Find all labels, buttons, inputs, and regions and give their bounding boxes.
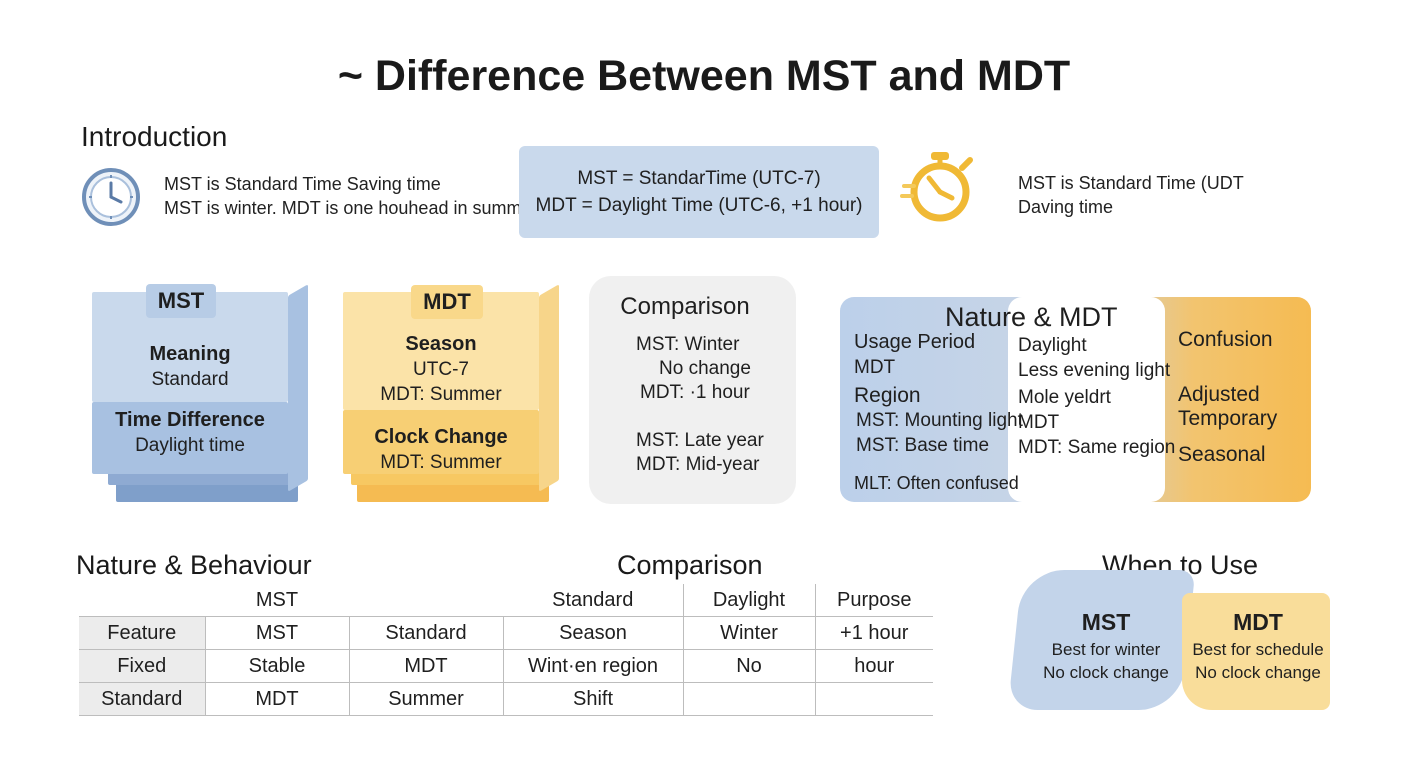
nature-col1-line6: MLT: Often confused bbox=[854, 473, 1019, 493]
formula-line-mst: MST = StandarTime (UTC-7) bbox=[577, 168, 821, 189]
nature-col-3: Confusion Adjusted Temporary Seasonal bbox=[1178, 328, 1277, 467]
nature-col-1: Usage Period MDT Region MST: Mounting li… bbox=[854, 330, 1023, 496]
table-cell: hour bbox=[815, 649, 933, 683]
comparison-line-3: MDT: ·1 hour bbox=[640, 382, 750, 403]
table-cell: MDT bbox=[205, 682, 350, 716]
table-row: Standard MDT Summer Shift bbox=[79, 682, 933, 716]
intro-timer-line-1: MST is Standard Time (UDT bbox=[1018, 173, 1244, 193]
nature-col-2: Daylight Less evening light Mole yeldrt … bbox=[1018, 333, 1175, 460]
intro-timer-text: MST is Standard Time (UDT Daving time bbox=[1018, 171, 1244, 219]
mdt-use-card bbox=[1182, 593, 1330, 710]
mst-use-card-content: MST Best for winter No clock change bbox=[1032, 609, 1180, 684]
nature-col2-line2: Less evening light bbox=[1018, 360, 1171, 381]
nature-col3-seasonal: Seasonal bbox=[1178, 443, 1266, 466]
comparison-line-1: MST: Winter bbox=[636, 334, 740, 355]
mst-stack: MST Meaning Standard Time Difference Day… bbox=[92, 284, 310, 506]
table-row-header: Standard bbox=[79, 682, 206, 716]
table-header-cell: Standard bbox=[503, 584, 684, 617]
table-cell: Wint·en region bbox=[503, 649, 684, 683]
mst-use-line-1: Best for winter bbox=[1051, 640, 1161, 659]
table-row: Feature MST Standard Season Winter +1 ho… bbox=[79, 616, 933, 650]
table-cell: Winter bbox=[683, 616, 816, 650]
table-cell: +1 hour bbox=[815, 616, 933, 650]
intro-clock-text: MST is Standard Time Saving time MST is … bbox=[164, 172, 542, 220]
table-cell: Stable bbox=[205, 649, 350, 683]
mst-time-diff-value: Daylight time bbox=[135, 435, 245, 456]
nature-col1-mdt: MDT bbox=[854, 357, 896, 378]
table-cell: MDT bbox=[349, 649, 504, 683]
mdt-clock-change-label: Clock Change bbox=[374, 426, 508, 448]
nature-col2-daylight: Daylight bbox=[1018, 335, 1087, 356]
timer-icon bbox=[900, 150, 982, 228]
comparison-heading: Comparison bbox=[617, 550, 763, 580]
nature-col1-line4: MST: Mounting light bbox=[856, 410, 1023, 431]
intro-heading: Introduction bbox=[81, 121, 228, 152]
table-header-cell bbox=[349, 584, 503, 617]
mst-tag: MST bbox=[146, 284, 216, 318]
table-row: Fixed Stable MDT Wint·en region No hour bbox=[79, 649, 933, 683]
nature-behaviour-heading: Nature & Behaviour bbox=[76, 550, 312, 580]
mst-use-title: MST bbox=[1081, 609, 1131, 635]
comparison-card-body: MST: Winter No change MDT: ·1 hour MST: … bbox=[636, 333, 764, 477]
table-cell: Shift bbox=[503, 682, 684, 716]
mst-meaning-label: Meaning bbox=[149, 343, 231, 365]
mdt-use-title: MDT bbox=[1233, 609, 1283, 635]
table-cell: Summer bbox=[349, 682, 504, 716]
nature-col1-line5: MST: Base time bbox=[856, 435, 990, 456]
comparison-line-2: No change bbox=[659, 358, 751, 379]
table-cell: Season bbox=[503, 616, 684, 650]
nature-col2-line3: Mole yeldrt bbox=[1018, 387, 1111, 408]
table-row-header: Fixed bbox=[79, 649, 206, 683]
table-header-cell: MST bbox=[205, 584, 349, 617]
nature-col3-confusion: Confusion bbox=[1178, 328, 1273, 351]
nature-col2-line5: MDT: Same region bbox=[1018, 437, 1176, 458]
nature-col2-line4: MDT bbox=[1018, 412, 1060, 433]
table-header-row: MST Standard Daylight Purpose bbox=[79, 584, 933, 617]
comparison-card-title: Comparison bbox=[620, 293, 750, 320]
nature-col3-adjusted: Adjusted bbox=[1178, 383, 1260, 406]
clock-icon bbox=[80, 166, 142, 228]
nature-col1-usage: Usage Period bbox=[854, 331, 976, 353]
nature-panel-title: Nature & MDT bbox=[945, 302, 1118, 332]
table-header-cell: Purpose bbox=[815, 584, 933, 617]
mdt-stack: MDT Season UTC-7 MDT: Summer Clock Chang… bbox=[343, 284, 563, 506]
mst-time-diff-label: Time Difference bbox=[115, 409, 265, 431]
mdt-clock-change-value: MDT: Summer bbox=[380, 452, 502, 473]
mst-meaning-value: Standard bbox=[151, 369, 229, 390]
page-title: ~ Difference Between MST and MDT bbox=[337, 52, 1071, 100]
table-header-cell: Daylight bbox=[683, 584, 816, 617]
nature-col3-temporary: Temporary bbox=[1178, 407, 1278, 430]
table-cell: No bbox=[683, 649, 816, 683]
comparison-table: MST Standard Daylight Purpose Feature MS… bbox=[79, 584, 933, 716]
mst-use-line-2: No clock change bbox=[1043, 663, 1169, 682]
nature-col1-region: Region bbox=[854, 384, 921, 407]
mdt-use-line-1: Best for schedule bbox=[1192, 640, 1324, 659]
mdt-use-card-content: MDT Best for schedule No clock change bbox=[1182, 609, 1334, 684]
table-header-cell bbox=[79, 584, 205, 617]
formula-box: MST = StandarTime (UTC-7) MDT = Daylight… bbox=[519, 146, 879, 238]
intro-clock-line-1: MST is Standard Time Saving time bbox=[164, 174, 441, 194]
intro-clock-line-2: MST is winter. MDT is one houhead in sum… bbox=[164, 198, 542, 218]
intro-timer-line-2: Daving time bbox=[1018, 197, 1114, 217]
comparison-card bbox=[589, 276, 796, 504]
table-row-header: Feature bbox=[79, 616, 206, 650]
table-cell: MST bbox=[205, 616, 350, 650]
table-cell bbox=[815, 682, 933, 716]
comparison-line-4: MST: Late year bbox=[636, 430, 764, 451]
mdt-use-line-2: No clock change bbox=[1195, 663, 1321, 682]
nature-panel-center bbox=[1008, 297, 1165, 502]
table-cell bbox=[683, 682, 816, 716]
comparison-line-5: MDT: Mid-year bbox=[636, 454, 760, 475]
mdt-season-value-2: MDT: Summer bbox=[380, 384, 502, 405]
mdt-season-label: Season bbox=[405, 333, 477, 355]
table-cell: Standard bbox=[349, 616, 504, 650]
formula-line-mdt: MDT = Daylight Time (UTC-6, +1 hour) bbox=[535, 195, 863, 216]
mdt-season-value-1: UTC-7 bbox=[413, 359, 469, 380]
mdt-tag: MDT bbox=[411, 285, 483, 319]
